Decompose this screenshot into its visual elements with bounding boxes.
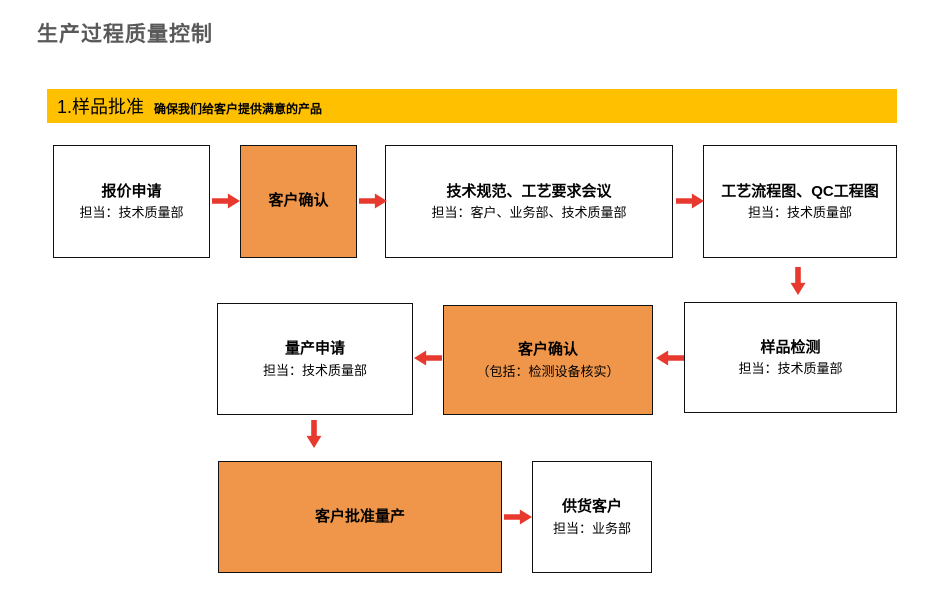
node-mass-production-request: 量产申请 担当：技术质量部 — [217, 303, 413, 415]
section-banner-title: 1.样品批准 — [57, 97, 145, 117]
node-customer-confirm-1: 客户确认 — [240, 145, 357, 258]
node-subtitle: 担当：技术质量部 — [79, 205, 184, 220]
section-banner-subtitle: 确保我们给客户提供满意的产品 — [154, 101, 323, 116]
node-title: 客户确认 — [517, 341, 578, 358]
arrow-down-icon — [790, 267, 806, 295]
node-title: 工艺流程图、QC工程图 — [721, 182, 879, 200]
node-title: 技术规范、工艺要求会议 — [446, 182, 612, 200]
node-customer-confirm-2: 客户确认 （包括：检测设备核实） — [443, 305, 653, 415]
arrow-right-icon — [359, 193, 387, 209]
node-title: 客户批准量产 — [314, 507, 405, 525]
arrow-left-icon — [414, 350, 442, 366]
node-subtitle: 担当：技术质量部 — [747, 205, 852, 220]
page-title: 生产过程质量控制 — [37, 23, 213, 46]
node-title: 量产申请 — [284, 340, 345, 357]
node-title: 报价申请 — [101, 182, 162, 200]
node-subtitle: 担当：业务部 — [552, 520, 631, 536]
node-process-flow-qc-chart: 工艺流程图、QC工程图 担当：技术质量部 — [703, 145, 897, 258]
node-title: 客户确认 — [268, 192, 329, 210]
node-spec-requirements-meeting: 技术规范、工艺要求会议 担当：客户、业务部、技术质量部 — [385, 145, 673, 258]
node-customer-approve-mass-production: 客户批准量产 — [218, 461, 502, 573]
node-title: 样品检测 — [760, 338, 821, 356]
node-quote-request: 报价申请 担当：技术质量部 — [53, 145, 210, 258]
node-subtitle: 担当：客户、业务部、技术质量部 — [431, 205, 627, 220]
node-sample-testing: 样品检测 担当：技术质量部 — [684, 302, 897, 413]
node-subtitle: 担当：技术质量部 — [738, 361, 843, 376]
node-subtitle: 担当：技术质量部 — [262, 362, 367, 378]
node-subtitle: （包括：检测设备核实） — [476, 363, 620, 379]
node-title: 供货客户 — [561, 498, 622, 515]
arrow-right-icon — [504, 509, 532, 525]
node-supply-customer: 供货客户 担当：业务部 — [532, 461, 652, 573]
arrow-right-icon — [212, 193, 240, 209]
arrow-right-icon — [676, 193, 704, 209]
section-banner: 1.样品批准 确保我们给客户提供满意的产品 — [47, 89, 897, 123]
arrow-down-icon — [306, 420, 322, 448]
arrow-left-icon — [656, 350, 684, 366]
